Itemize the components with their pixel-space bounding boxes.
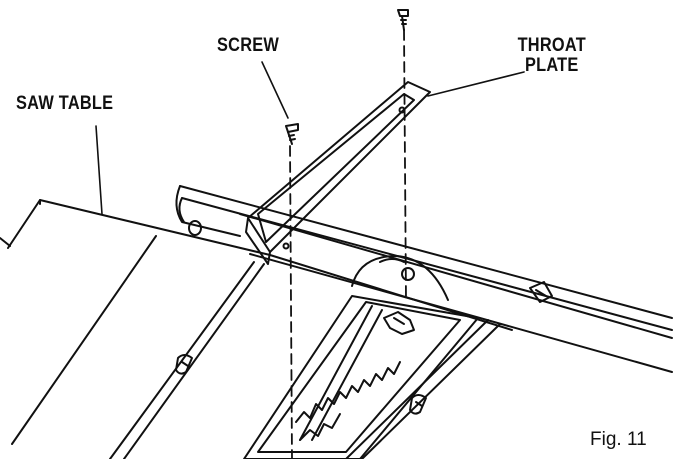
throat-plate-label: THROAT PLATE — [518, 36, 586, 76]
throat-plate — [245, 81, 431, 265]
throat-plate-label-line1: THROAT — [517, 35, 586, 56]
screw-label: SCREW — [217, 35, 280, 56]
alignment-lines — [289, 29, 407, 459]
blade-opening — [243, 295, 479, 459]
saw-table-surface — [0, 199, 673, 373]
motor-housing — [351, 255, 449, 301]
fence-rail — [175, 185, 673, 339]
saw-blade — [295, 311, 415, 441]
left-miter-slot — [11, 235, 265, 459]
leader-lines — [95, 61, 525, 215]
right-miter-slot — [345, 319, 501, 459]
fence-clip — [529, 281, 553, 303]
figure-caption: Fig. 11 — [590, 429, 647, 450]
saw-table-label: SAW TABLE — [16, 93, 114, 114]
throat-plate-label-line2: PLATE — [524, 55, 579, 76]
screw-left — [285, 123, 299, 145]
screw-right — [397, 9, 409, 31]
